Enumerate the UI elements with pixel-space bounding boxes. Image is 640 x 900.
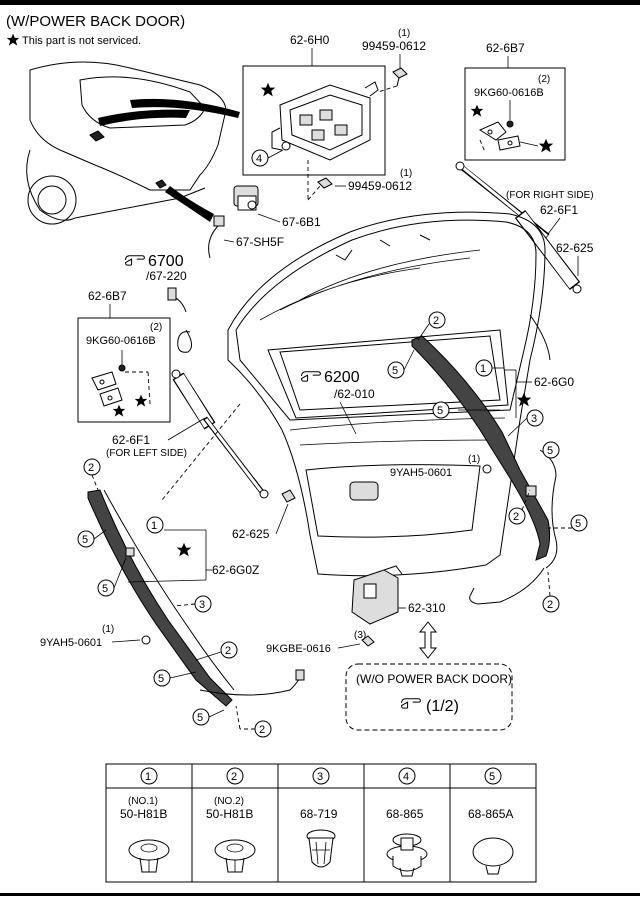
vehicle-sketch — [26, 61, 240, 225]
svg-text:99459-0612: 99459-0612 — [362, 39, 426, 53]
svg-text:4: 4 — [256, 153, 262, 165]
svg-text:3: 3 — [531, 413, 537, 425]
legend-header: 2 — [231, 771, 237, 783]
legend-header: 3 — [317, 771, 323, 783]
svg-text:2: 2 — [433, 315, 439, 327]
legend-part-number: 68-865A — [468, 807, 513, 821]
svg-text:5: 5 — [437, 405, 443, 417]
svg-text:99459-0612: 99459-0612 — [348, 179, 412, 193]
legend-subnote: (NO.1) — [128, 796, 158, 807]
svg-text:62-310: 62-310 — [408, 601, 446, 615]
svg-text:/67-220: /67-220 — [146, 269, 187, 283]
legend-header: 5 — [489, 771, 495, 783]
svg-text:62-6B7: 62-6B7 — [88, 289, 127, 303]
svg-text:5: 5 — [102, 583, 108, 595]
svg-text:62-6G0: 62-6G0 — [534, 375, 574, 389]
bolt-99459-mid: (1) 99459-0612 — [307, 160, 412, 201]
clip-68-865a-icon — [472, 837, 514, 875]
svg-text:62-6B7: 62-6B7 — [486, 41, 525, 55]
svg-text:(1): (1) — [102, 624, 114, 635]
clip-68-865-icon — [386, 833, 428, 877]
svg-text:6700: 6700 — [148, 253, 184, 270]
star-icon — [6, 33, 20, 46]
legend-subnote: (NO.2) — [214, 796, 244, 807]
svg-text:(FOR LEFT SIDE): (FOR LEFT SIDE) — [106, 448, 187, 459]
svg-text:1: 1 — [151, 520, 157, 532]
without-power-door-box: (W/O POWER BACK DOOR) (1/2) — [345, 663, 513, 731]
svg-text:62-6F1: 62-6F1 — [112, 433, 150, 447]
page-title: (W/POWER BACK DOOR) — [6, 13, 185, 30]
svg-text:/62-010: /62-010 — [334, 387, 375, 401]
svg-text:9KG60-0616B: 9KG60-0616B — [86, 335, 156, 347]
gas-strut-left: 62-6F1 (FOR LEFT SIDE) 62-625 — [106, 369, 296, 541]
bracket-kit-right: 62-6B7 (2) 9KG60-0616B — [464, 41, 566, 161]
svg-text:2: 2 — [547, 599, 553, 611]
clip-50-h81b-no1-icon — [128, 839, 170, 873]
label-62-6h0: 62-6H0 — [290, 33, 330, 47]
svg-text:62-6F1: 62-6F1 — [540, 203, 578, 217]
svg-text:(3): (3) — [354, 630, 366, 641]
top-border — [0, 0, 640, 5]
svg-text:2: 2 — [88, 462, 94, 474]
svg-text:9YAH5-0601: 9YAH5-0601 — [390, 467, 452, 479]
weatherstrip-left: 62-6G0Z (1) 9YAH5-0601 — [40, 489, 305, 707]
svg-text:(1/2): (1/2) — [426, 698, 459, 715]
switch-assembly: 67-6B1 67-SH5F 6700 /67-220 — [125, 185, 321, 283]
svg-text:3: 3 — [199, 599, 205, 611]
svg-text:(FOR RIGHT SIDE): (FOR RIGHT SIDE) — [506, 190, 594, 201]
legend-part-number: 50-H81B — [206, 807, 253, 821]
fastener-legend-table: 1 2 3 4 5 (NO.1) (NO.2) 50-H81B 50-H81B … — [105, 763, 537, 883]
svg-text:62-6G0Z: 62-6G0Z — [212, 563, 259, 577]
clip-50-h81b-no2-icon — [214, 839, 256, 873]
not-serviced-note: This part is not serviced. — [22, 35, 141, 47]
svg-text:5: 5 — [547, 445, 553, 457]
svg-text:67-6B1: 67-6B1 — [282, 215, 321, 229]
weatherstrip-right: 62-6G0 (1) 9YAH5-0601 — [390, 335, 574, 605]
legend-part-number: 68-865 — [386, 807, 424, 821]
svg-text:5: 5 — [158, 673, 164, 685]
svg-text:9KG60-0616B: 9KG60-0616B — [474, 87, 544, 99]
svg-text:5: 5 — [82, 534, 88, 546]
svg-text:67-SH5F: 67-SH5F — [236, 235, 284, 249]
svg-text:(1): (1) — [398, 28, 410, 39]
svg-text:5: 5 — [392, 365, 398, 377]
hinge-assembly-box: 62-6H0 4 — [242, 33, 386, 176]
svg-text:(2): (2) — [150, 322, 162, 333]
svg-text:1: 1 — [480, 363, 486, 375]
svg-text:(1): (1) — [400, 168, 412, 179]
clip-68-719-icon — [306, 829, 336, 868]
svg-text:62-625: 62-625 — [232, 527, 270, 541]
svg-text:(2): (2) — [538, 74, 550, 85]
latch-actuator: 62-310 (3) 9KGBE-0616 — [266, 565, 446, 659]
svg-text:5: 5 — [575, 518, 581, 530]
svg-text:5: 5 — [197, 712, 203, 724]
callout-markers: 2 5 1 5 3 5 2 5 2 2 5 1 5 3 2 5 5 2 — [77, 311, 588, 738]
svg-text:2: 2 — [513, 511, 519, 523]
bracket-kit-left: 62-6B7 (2) 9KG60-0616B — [77, 287, 192, 423]
liftgate-panel: 6200 /62-010 — [227, 211, 551, 577]
svg-text:62-625: 62-625 — [556, 241, 594, 255]
legend-header: 1 — [145, 771, 151, 783]
svg-text:(1): (1) — [468, 454, 480, 465]
svg-text:6200: 6200 — [324, 369, 360, 386]
legend-part-number: 50-H81B — [120, 807, 167, 821]
svg-text:(W/O POWER BACK DOOR): (W/O POWER BACK DOOR) — [356, 672, 512, 686]
svg-text:2: 2 — [225, 645, 231, 657]
svg-text:2: 2 — [259, 724, 265, 736]
legend-header: 4 — [403, 771, 409, 783]
svg-text:9KGBE-0616: 9KGBE-0616 — [266, 643, 331, 655]
bolt-99459-top: (1) 99459-0612 — [362, 28, 426, 93]
svg-text:9YAH5-0601: 9YAH5-0601 — [40, 637, 102, 649]
gas-strut-right: (FOR RIGHT SIDE) 62-6F1 62-625 — [455, 161, 594, 294]
bottom-border — [0, 893, 640, 896]
legend-part-number: 68-719 — [300, 807, 338, 821]
